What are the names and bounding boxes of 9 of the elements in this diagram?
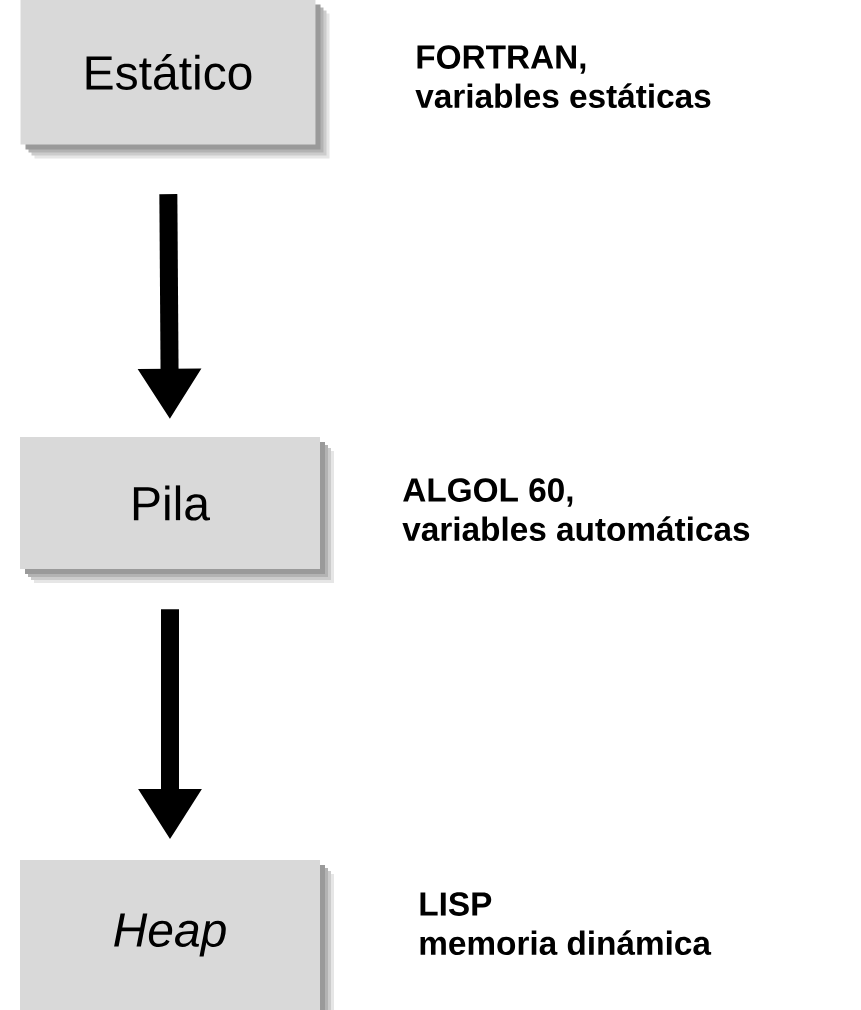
beside-text: memoria dinámica [420,930,712,956]
beside-text: FORTRAN, [417,45,586,74]
process-box: Estático [20,0,330,159]
process-box: Pila [20,437,334,583]
beside-text: variables automáticas [402,516,750,542]
beside-text: ALGOL 60, [403,478,573,507]
beside-text: LISP [420,892,492,916]
process-box: Heap [20,860,334,1010]
beside-text: variables estáticas [415,83,711,109]
